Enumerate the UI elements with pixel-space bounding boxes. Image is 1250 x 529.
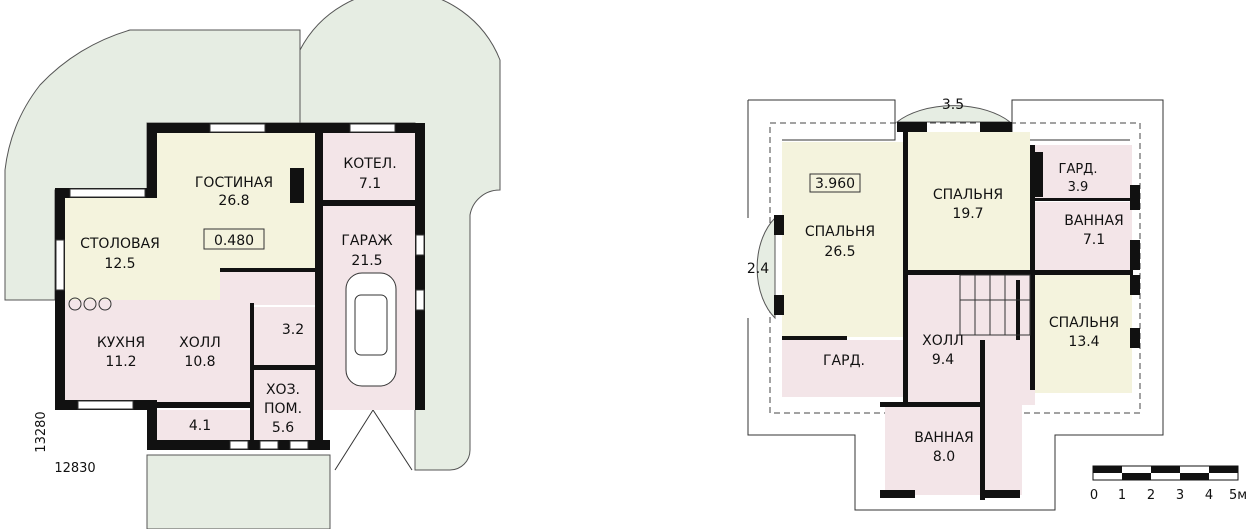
room-name: ХОЛЛ (922, 333, 964, 349)
dimension-width: 12830 (54, 461, 95, 476)
upper-level-mark-box (809, 173, 861, 193)
room-area: 7.1 (359, 176, 381, 192)
room-area: 12.5 (104, 256, 135, 272)
level-mark-box (203, 228, 265, 250)
windows (55, 123, 425, 450)
wardrobe-1-area (1035, 145, 1132, 200)
room-name: СПАЛЬНЯ (933, 187, 1003, 203)
upper-walls (774, 122, 1140, 500)
curved-terrace (299, 0, 501, 471)
room-name: КОТЕЛ. (343, 156, 396, 172)
roof-outline (747, 99, 1164, 511)
scale-tick: 4 (1205, 488, 1213, 503)
room-area: 3.2 (282, 322, 304, 338)
scale-tick: 0 (1090, 488, 1098, 503)
vestibule-area (157, 410, 250, 442)
car-icon (345, 272, 397, 387)
hall-area (165, 300, 250, 402)
living-dining-area (65, 130, 315, 300)
kitchen-area (65, 300, 165, 402)
room-area: 4.1 (189, 418, 211, 434)
room-name: СПАЛЬНЯ (1049, 315, 1119, 331)
room-area: 5.6 (272, 420, 294, 436)
room-name: СПАЛЬНЯ (805, 224, 875, 240)
dimension-depth: 13280 (34, 411, 49, 452)
room-area: 26.5 (824, 244, 855, 260)
bathroom-1-area (1035, 202, 1132, 272)
wardrobe-2-area (782, 340, 905, 397)
room-name: ГАРД. (1059, 162, 1098, 177)
room-name: ГОСТИНАЯ (195, 175, 273, 191)
bedroom-2-area (907, 132, 1030, 272)
bedroom-3-area (1035, 275, 1132, 393)
stairs (959, 274, 1031, 336)
wc-area (253, 307, 315, 365)
scale-tick: 3 (1176, 488, 1184, 503)
balcony-left (756, 216, 776, 320)
bathroom-2-area (885, 405, 980, 495)
bar-stools (68, 297, 112, 311)
room-area: 8.0 (933, 449, 955, 465)
room-area: 19.7 (952, 206, 983, 222)
storage-area (253, 370, 315, 442)
room-area: 11.2 (105, 354, 136, 370)
room-name: ХОЗ. (266, 382, 300, 398)
entry-porch (146, 454, 331, 529)
scale-tick: 2 (1147, 488, 1155, 503)
left-terrace (4, 29, 301, 301)
balcony-top (895, 105, 1012, 123)
room-name: ВАННАЯ (914, 430, 974, 446)
upper-level-mark: 3.960 (815, 176, 855, 192)
corridor-area (985, 340, 1022, 495)
room-area: 10.8 (184, 354, 215, 370)
room-area: 9.4 (932, 352, 954, 368)
room-area: 3.9 (1068, 180, 1089, 195)
room-name: ХОЛЛ (179, 335, 221, 351)
scale-tick: 1 (1118, 488, 1126, 503)
room-name: ГАРАЖ (341, 233, 392, 249)
room-name: КУХНЯ (97, 335, 145, 351)
boiler-area (322, 133, 415, 200)
balcony-area: 3.5 (942, 97, 964, 113)
room-name: СТОЛОВАЯ (80, 236, 160, 252)
room-area: 13.4 (1068, 334, 1099, 350)
ground-floor-plan: ГОСТИНАЯ 26.8 СТОЛОВАЯ 12.5 КОТЕЛ. 7.1 Г… (4, 0, 501, 529)
room-area: 21.5 (351, 253, 382, 269)
stairs-area (220, 270, 315, 305)
balcony-area: 2.4 (747, 261, 769, 277)
room-area: 26.8 (218, 193, 249, 209)
scale-tick: 5м (1229, 488, 1247, 503)
garage-ramp (334, 409, 413, 471)
upper-floor-plan: 3.960 СПАЛЬНЯ 26.5 СПАЛЬНЯ 19.7 ГАРД. 3.… (747, 97, 1164, 511)
level-mark: 0.480 (214, 233, 254, 249)
room-name-2: ПОМ. (264, 401, 302, 417)
room-area: 7.1 (1083, 232, 1105, 248)
room-name: ГАРД. (823, 353, 865, 369)
room-name: ВАННАЯ (1064, 213, 1124, 229)
scale-bar: 0 1 2 3 4 5м (1090, 465, 1247, 503)
